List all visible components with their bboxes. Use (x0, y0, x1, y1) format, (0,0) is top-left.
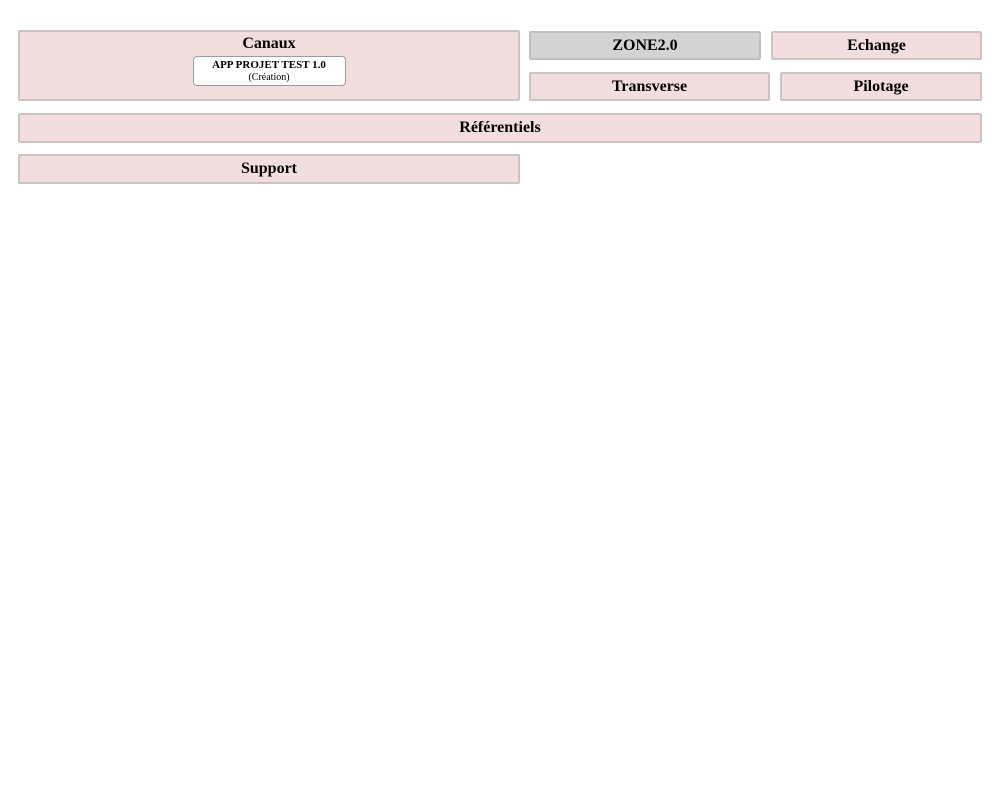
zone-zone2: ZONE2.0 (529, 31, 761, 60)
zone-pilotage: Pilotage (780, 72, 982, 101)
app-node[interactable]: APP PROJET TEST 1.0 (Création) (192, 56, 346, 86)
app-node-title: APP PROJET TEST 1.0 (212, 59, 326, 71)
zone-support: Support (18, 154, 520, 184)
zone-canaux: Canaux APP PROJET TEST 1.0 (Création) (18, 30, 520, 101)
zone-echange: Echange (771, 31, 982, 60)
zone-canaux-label: Canaux (242, 35, 296, 52)
app-node-subtitle: (Création) (248, 72, 290, 83)
zone-transverse: Transverse (529, 72, 770, 101)
zone-referentiels: Référentiels (18, 113, 982, 143)
